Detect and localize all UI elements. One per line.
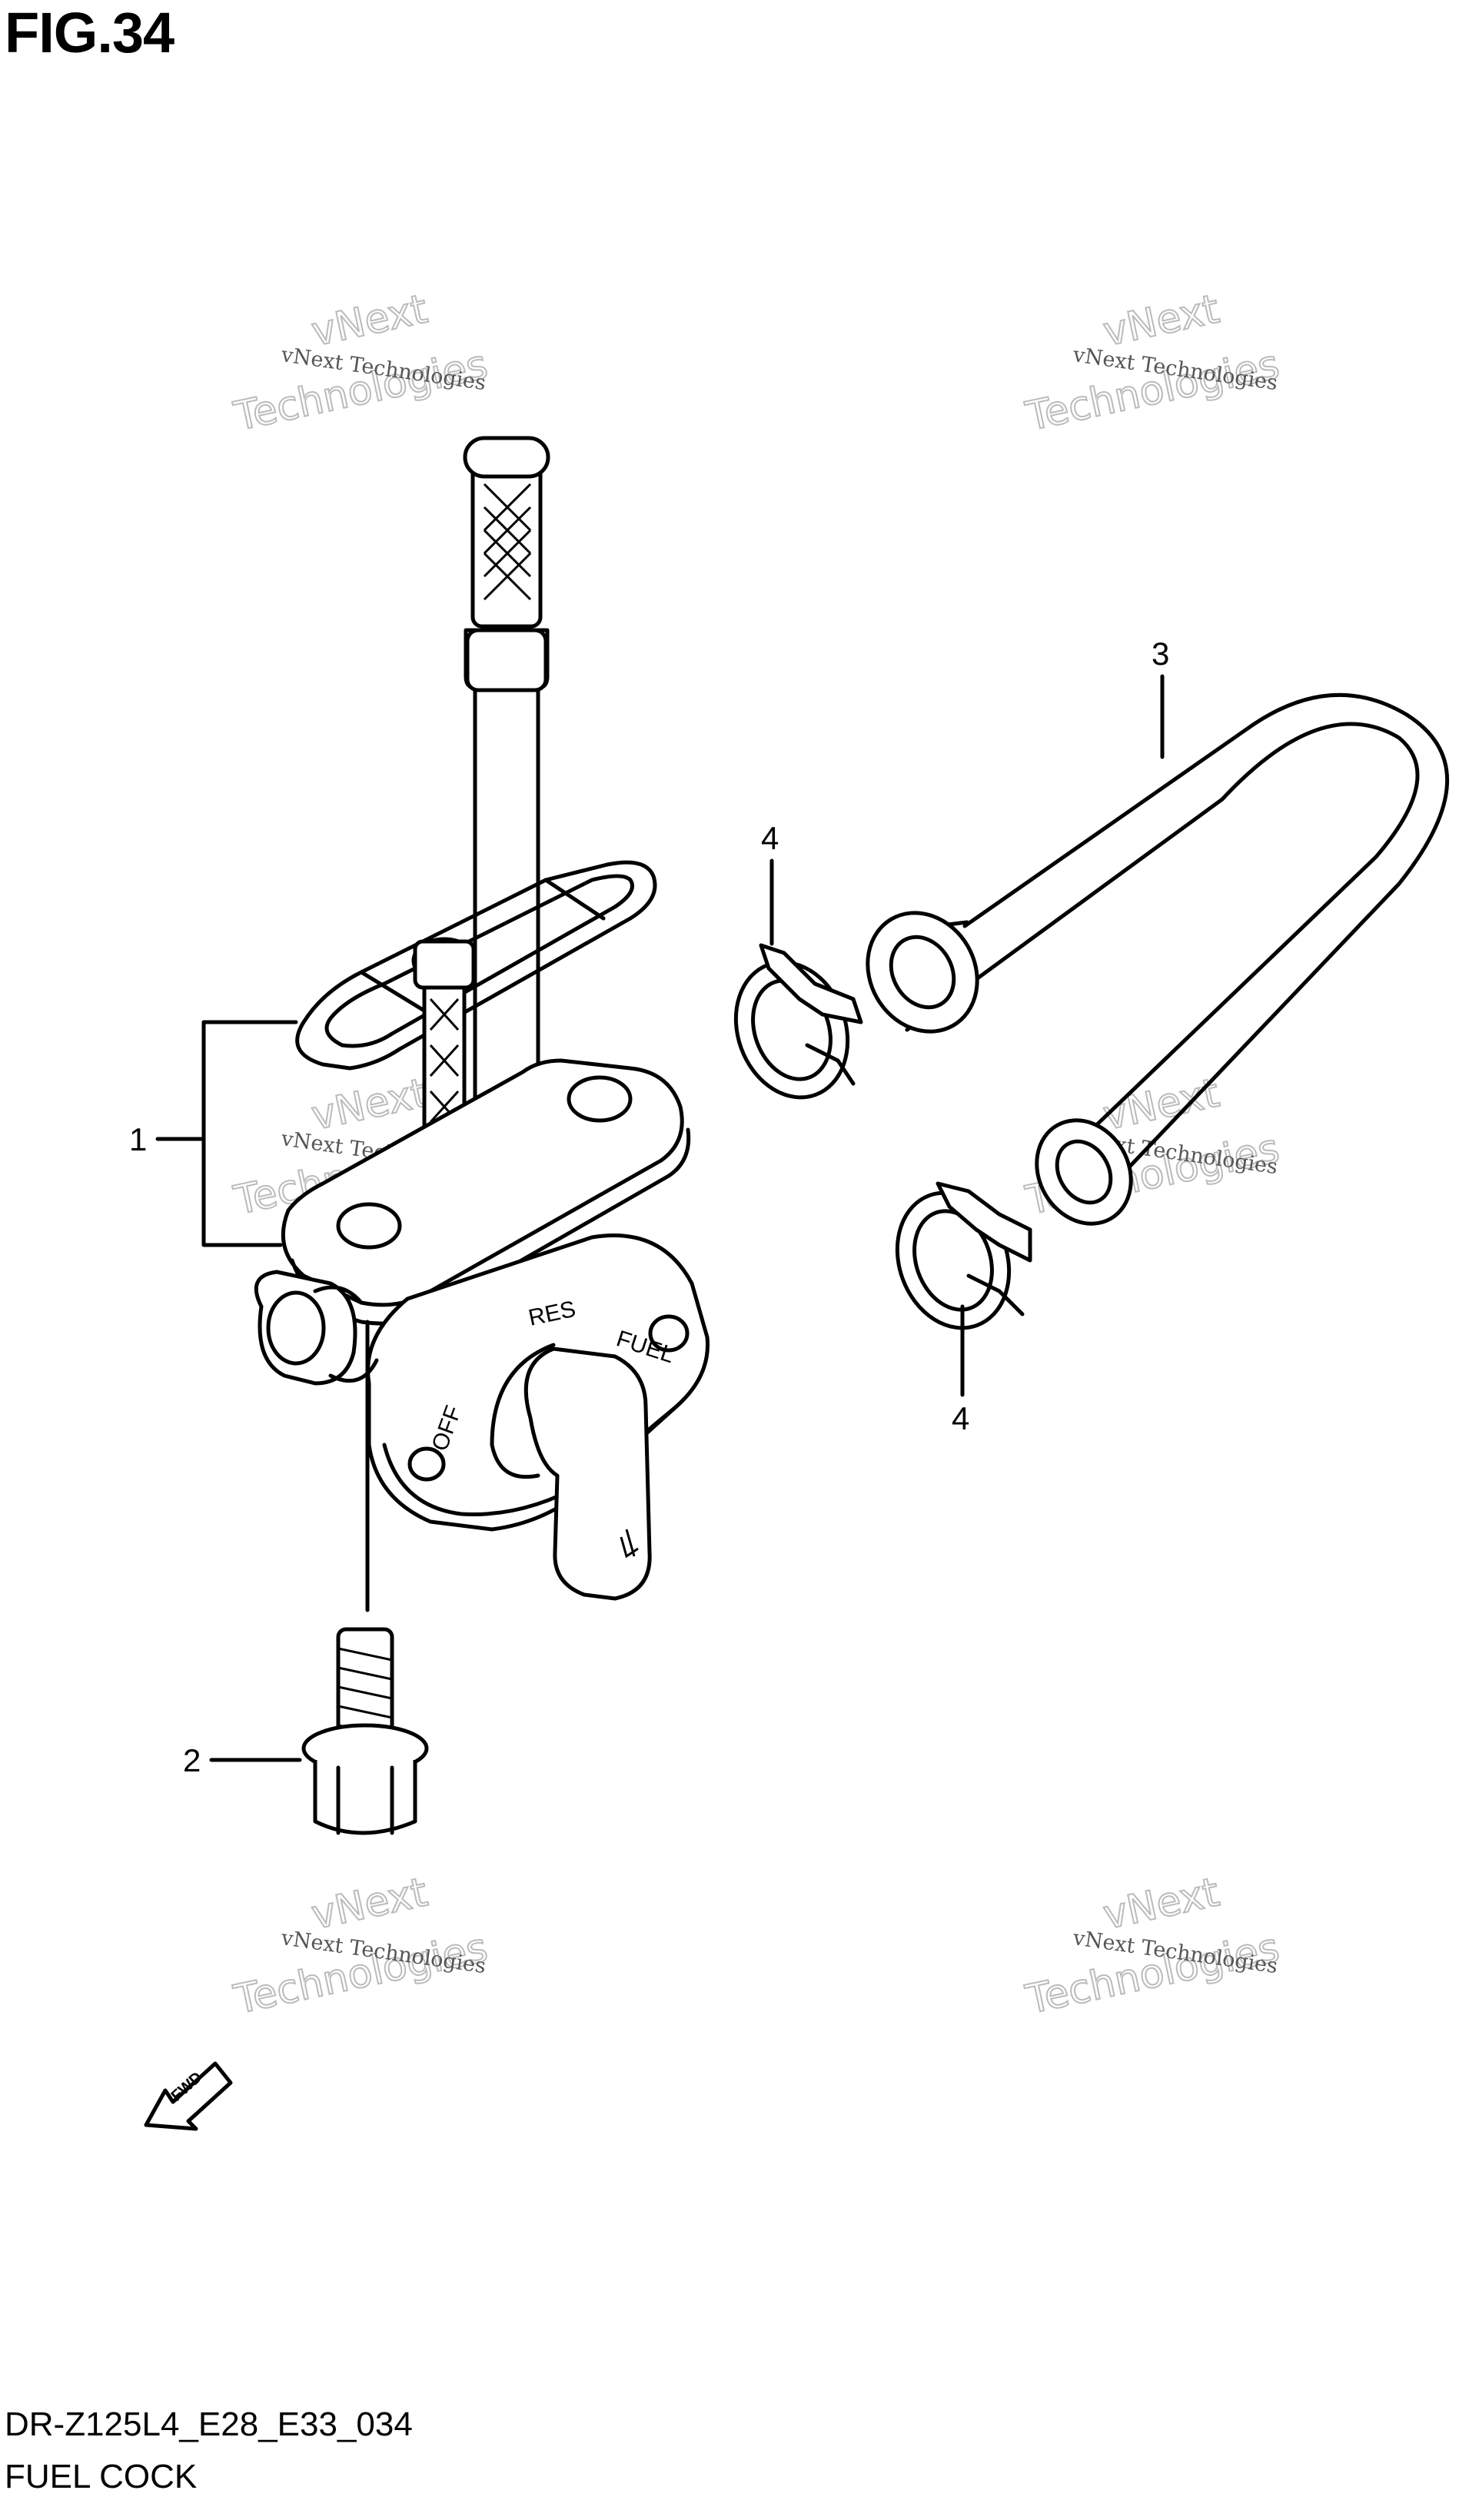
- callout-4-lower: 4: [952, 1304, 969, 1436]
- valve-plate-screw-top: [648, 1314, 690, 1353]
- watermark-top-left: vNext Technologies vNext Technologies: [229, 285, 492, 440]
- valve-plate-screw-bottom: [407, 1446, 446, 1482]
- callout-2: 2: [183, 1320, 370, 1778]
- drawing-name: FUEL COCK: [5, 2458, 198, 2495]
- svg-text:vNext: vNext: [1099, 286, 1223, 355]
- forward-direction-arrow: FWD: [144, 2061, 233, 2131]
- callout-3: 3: [1152, 636, 1169, 759]
- fuel-pickup-tube: [463, 436, 550, 1170]
- flange-bolt-hole-front: [336, 1202, 402, 1250]
- part-fuel-cock-assembly[interactable]: RES FUEL OFF: [254, 436, 710, 1601]
- svg-text:vNext: vNext: [307, 286, 431, 355]
- oring-gasket: [295, 860, 657, 1071]
- part-hose-clamp-upper[interactable]: [717, 943, 866, 1114]
- callout-1: 1: [129, 1020, 298, 1247]
- svg-text:vNext: vNext: [307, 1070, 431, 1139]
- svg-text:4: 4: [761, 820, 779, 856]
- watermark-bottom-left: vNext Technologies vNext Technologies: [229, 1868, 492, 2024]
- part-fuel-hose[interactable]: [846, 692, 1450, 1240]
- callout-4-upper: 4: [761, 820, 779, 946]
- selector-lever: [523, 1346, 652, 1601]
- svg-text:1: 1: [129, 1121, 147, 1157]
- svg-text:vNext: vNext: [1099, 1869, 1223, 1938]
- part-mounting-bolt[interactable]: [301, 1627, 429, 1835]
- svg-text:2: 2: [183, 1742, 201, 1778]
- figure-title: FIG.34: [5, 1, 174, 65]
- drawing-code: DR-Z125L4_E28_E33_034: [5, 2405, 413, 2443]
- svg-text:vNext: vNext: [307, 1869, 431, 1938]
- flange-bolt-hole-rear: [567, 1075, 633, 1123]
- svg-text:4: 4: [952, 1400, 969, 1436]
- watermark-top-right: vNext Technologies vNext Technologies: [1021, 285, 1284, 440]
- part-hose-clamp-lower[interactable]: [879, 1177, 1032, 1343]
- svg-text:3: 3: [1152, 636, 1169, 672]
- watermark-bottom-right: vNext Technologies vNext Technologies: [1021, 1868, 1284, 2024]
